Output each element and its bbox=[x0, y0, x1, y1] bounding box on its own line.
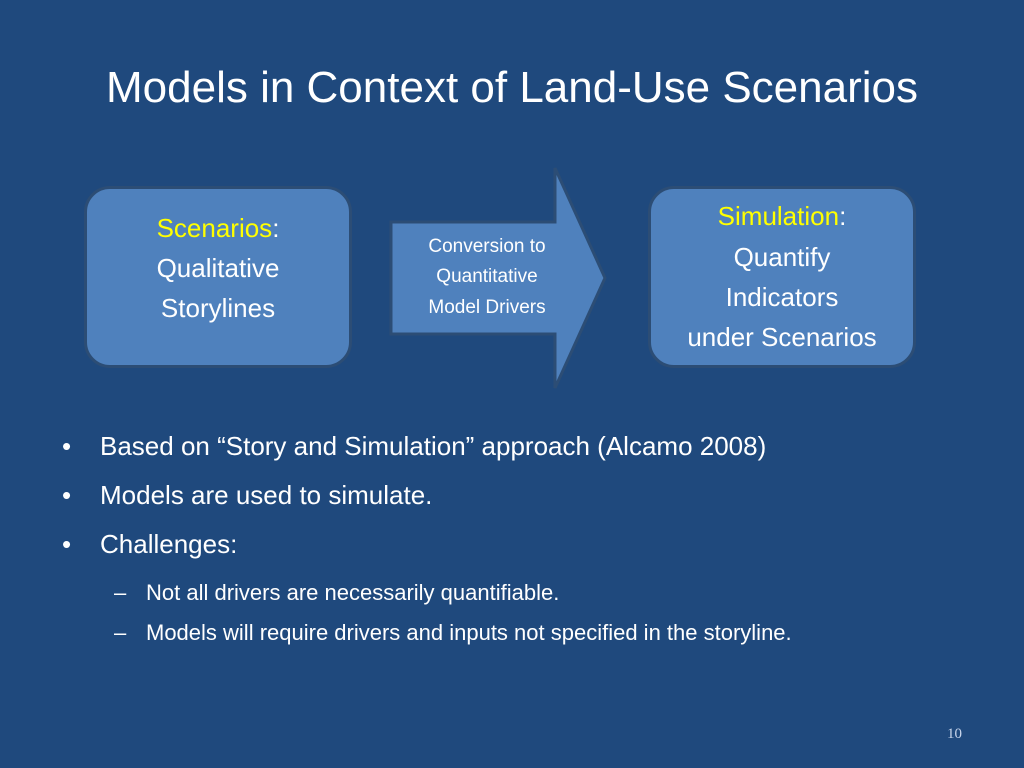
bullet-item: Based on “Story and Simulation” approach… bbox=[62, 430, 1002, 462]
sub-bullet-list: Not all drivers are necessarily quantifi… bbox=[100, 579, 1002, 648]
scenarios-box-line1: Scenarios: bbox=[157, 208, 280, 248]
page-number: 10 bbox=[947, 726, 962, 742]
simulation-highlight: Simulation bbox=[717, 201, 840, 232]
simulation-colon: : bbox=[839, 201, 847, 232]
scenarios-box: Scenarios: Qualitative Storylines bbox=[84, 186, 352, 368]
bullet-item: Models are used to simulate. bbox=[62, 479, 1002, 511]
scenarios-box-line2: Qualitative bbox=[156, 252, 280, 283]
arrow-label: Conversion to Quantitative Model Drivers bbox=[397, 232, 577, 323]
simulation-box-line1: Simulation: bbox=[718, 196, 847, 236]
arrow-shape bbox=[389, 167, 607, 389]
bullet-list: Based on “Story and Simulation” approach… bbox=[62, 430, 1002, 665]
arrow-label-line2: Quantitative bbox=[436, 266, 538, 288]
bullet-item-label: Challenges: bbox=[100, 529, 238, 560]
simulation-box-line4: under Scenarios bbox=[687, 322, 877, 353]
slide-title: Models in Context of Land-Use Scenarios bbox=[106, 63, 918, 112]
simulation-box: Simulation: Quantify Indicators under Sc… bbox=[648, 186, 916, 368]
scenarios-highlight: Scenarios bbox=[156, 212, 273, 243]
conversion-arrow: Conversion to Quantitative Model Drivers bbox=[389, 166, 609, 390]
sub-bullet-item: Not all drivers are necessarily quantifi… bbox=[110, 579, 1002, 608]
arrow-label-line1: Conversion to bbox=[428, 236, 546, 257]
scenarios-colon: : bbox=[272, 212, 280, 243]
simulation-box-line3: Indicators bbox=[725, 282, 839, 312]
bullet-item-challenges: Challenges: Not all drivers are necessar… bbox=[62, 528, 1002, 647]
scenarios-box-line3: Storylines bbox=[160, 293, 276, 324]
simulation-box-line2: Quantify bbox=[733, 241, 831, 272]
arrow-label-line3: Model Drivers bbox=[428, 296, 546, 318]
sub-bullet-item: Models will require drivers and inputs n… bbox=[110, 619, 1002, 648]
